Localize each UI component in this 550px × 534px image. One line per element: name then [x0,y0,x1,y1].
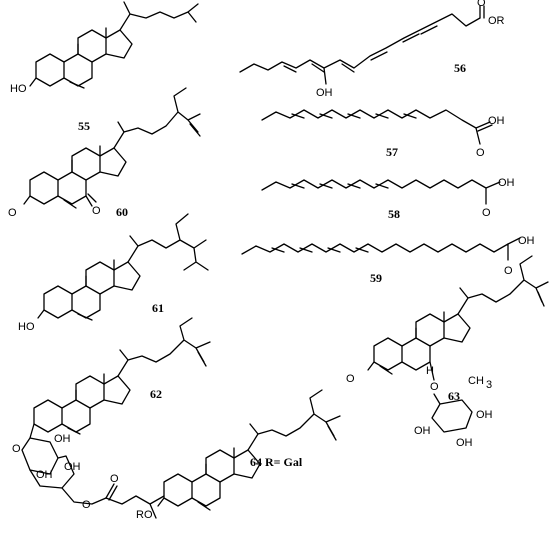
compound-number-56: 56 [454,61,466,75]
compound-label-64: 64 R= Gal [250,455,303,469]
compound-58: OH O 58 [261,177,515,221]
hydroxyl-label-56: OH [316,87,333,99]
compound-number-57: 57 [386,145,398,159]
hydroxyl-label-61: HO [18,321,35,333]
ketone-o-60-b: O [92,205,101,217]
compound-number-55: 55 [78,119,90,133]
compound-56: O OR OH 56 [239,0,505,99]
hydroxyl-62-a: OH [54,433,71,445]
acid-o-59: O [504,265,513,277]
ester-o-62: O [82,499,91,511]
acid-o-57: O [476,147,485,159]
compound-59: OH O 59 [241,235,535,285]
compound-64: RO 64 R= Gal [136,389,341,521]
hydroxyl-63-b: OH [456,437,473,449]
ester-label-56: OR [488,15,505,27]
compound-number-62: 62 [150,387,162,401]
hydroxyl-63-a: OH [476,409,493,421]
compound-57: OH O 57 [261,109,505,159]
compound-55: HO 55 [10,1,199,133]
ketone-o-60-a: O [8,207,17,219]
carbonyl-o-56: O [477,0,486,9]
carbonyl-o-62: O [110,473,119,485]
glycoside-o-63: O [430,381,439,393]
hydroxyl-label-55: HO [10,83,27,95]
ketone-o-63: O [346,373,355,385]
compound-62: O OH OH OH O O 62 [12,317,211,519]
hydroxyl-62-b: OH [36,469,53,481]
compound-60: O O 60 [8,87,201,219]
compound-63: O H O CH 3 OH OH OH 63 [346,255,549,449]
alkoxy-label-64: RO [136,509,153,521]
methyl-63: CH [468,375,484,387]
hydroxyl-63-c: OH [414,425,431,437]
hydroxyl-62-c: OH [64,461,81,473]
acid-oh-59: OH [518,235,535,247]
compound-number-63: 63 [448,389,460,403]
ring-o-62-a: O [12,443,21,455]
substituent-note-64: R= Gal [265,455,303,469]
compound-number-58: 58 [388,207,400,221]
acid-oh-58: OH [498,177,515,189]
compound-number-59: 59 [370,271,382,285]
hydrogen-63: H [426,365,434,377]
compound-61: HO 61 [18,213,209,333]
compound-number-64: 64 [250,455,262,469]
acid-oh-57: OH [488,115,505,127]
acid-o-58: O [482,207,491,219]
compound-number-60: 60 [116,205,128,219]
methyl-sub-63: 3 [486,379,492,391]
compound-number-61: 61 [152,301,164,315]
